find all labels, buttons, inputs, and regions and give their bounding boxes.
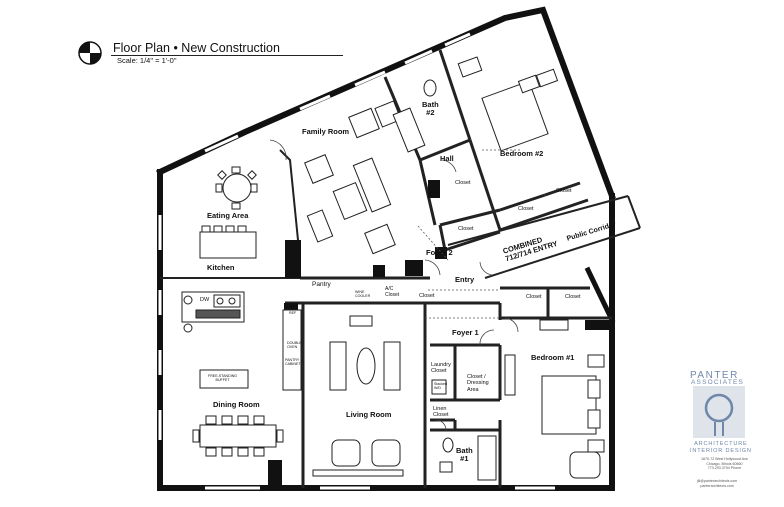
room-label-living-room: Living Room — [346, 410, 392, 419]
bedroom2-bed — [457, 56, 559, 152]
door-swings — [269, 139, 519, 431]
room-label-eating-area: Eating Area — [207, 211, 249, 220]
logo-address: 1670-72 West Hollywood Ave Chicago, Illi… — [701, 457, 748, 471]
fixture-label-buffet: FREE-STANDING BUFFET — [208, 374, 238, 383]
plan-scale: Scale: 1/4" = 1'-0" — [117, 56, 177, 65]
lightbulb-icon — [704, 393, 734, 436]
fixture-label-dw: DW — [200, 297, 210, 303]
room-label-pantry: Pantry — [312, 281, 331, 288]
closet-label-foyer2: Closet — [458, 226, 474, 232]
north-arrow-icon — [78, 41, 102, 65]
interior-walls — [160, 49, 612, 488]
room-label-kitchen: Kitchen — [207, 263, 235, 272]
kitchen-counter — [181, 291, 245, 333]
windows — [158, 32, 555, 490]
closet-label-bed1-a: Closet — [526, 294, 542, 300]
room-label-laundry-closet: Laundry Closet — [431, 362, 451, 375]
fixture-label-wine-cooler: WINE COOLER — [355, 290, 371, 299]
title-rule — [111, 55, 343, 56]
corridor-walls — [447, 195, 641, 279]
logo-tagline: ARCHITECTURE INTERIOR DESIGN — [690, 441, 752, 454]
kitchen-island — [199, 225, 257, 259]
room-label-dining-room: Dining Room — [213, 400, 260, 409]
room-label-entry: Entry — [455, 275, 475, 284]
closet-label-ac: A/C Closet — [385, 286, 400, 298]
dashed-lines — [417, 149, 520, 319]
living-room-furniture — [282, 309, 404, 477]
fixture-label-double-oven: DOUBLE OVEN — [287, 341, 302, 350]
closet-label-bed2-a: Closet — [518, 206, 534, 212]
bath-fixtures — [392, 79, 497, 481]
closet-label-bed1-b: Closet — [565, 294, 581, 300]
fixture-label-ref: REF — [289, 311, 297, 315]
room-label-bedroom1: Bedroom #1 — [531, 353, 575, 362]
family-room-furniture — [304, 100, 402, 255]
logo-website: jill@panterarchitects.com panterarchitec… — [697, 479, 738, 488]
closet-label-entry: Closet — [419, 293, 435, 299]
plan-title: Floor Plan • New Construction — [113, 41, 280, 55]
room-label-foyer1: Foyer 1 — [452, 328, 479, 337]
bedroom1-bed — [504, 319, 605, 479]
fixture-label-pantry-cabinet: PANTRY CABINET — [285, 358, 301, 367]
fixture-label-stacked-wd: Stacked W/D — [434, 382, 447, 391]
dining-table — [192, 369, 284, 457]
room-label-foyer2: Foyer 2 — [426, 248, 453, 257]
room-label-closet-dressing: Closet / Dressing Area — [467, 374, 489, 393]
closet-label-bed2-b: Closet — [556, 188, 572, 194]
closet-label-hall: Closet — [455, 180, 471, 186]
room-label-linen-closet: Linen Closet — [433, 406, 449, 419]
room-label-bedroom2: Bedroom #2 — [500, 149, 544, 158]
logo-mark — [693, 386, 745, 438]
room-label-bath2: Bath #2 — [422, 100, 439, 118]
room-label-family-room: Family Room — [302, 127, 350, 136]
logo-sub: ASSOCIATES — [691, 379, 745, 386]
logo-name: PANTER — [690, 370, 739, 381]
room-label-bath1: Bath #1 — [456, 446, 473, 464]
eating-table — [215, 166, 258, 210]
room-label-hall: Hall — [440, 154, 454, 163]
